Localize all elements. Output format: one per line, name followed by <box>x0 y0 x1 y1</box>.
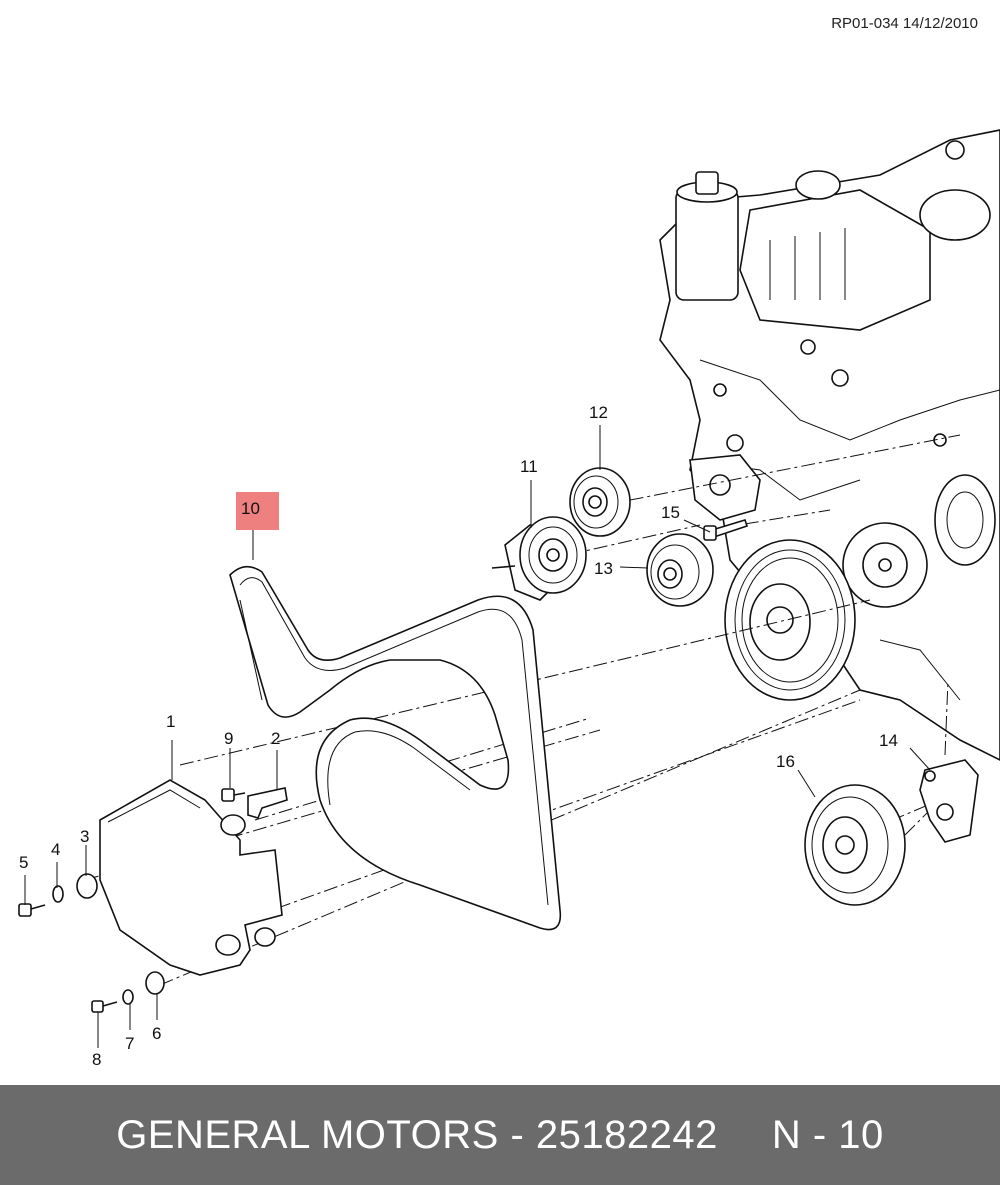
callout-2: 2 <box>271 729 280 748</box>
callout-16: 16 <box>776 752 795 771</box>
small-fasteners <box>18 788 246 1013</box>
engine-block <box>659 129 1000 761</box>
callout-8: 8 <box>92 1050 101 1069</box>
callout-14: 14 <box>879 731 898 750</box>
callout-10-highlight <box>236 492 279 530</box>
callout-9: 9 <box>224 729 233 748</box>
footer-separator: - <box>510 1112 525 1157</box>
footer-item-ref: N - 10 <box>771 1112 884 1157</box>
front-cover <box>99 779 283 976</box>
callout-10: 10 <box>241 499 260 518</box>
drive-belt <box>229 565 562 931</box>
footer-brand: GENERAL MOTORS <box>116 1112 499 1157</box>
callout-7: 7 <box>125 1034 134 1053</box>
document-reference: RP01-034 14/12/2010 <box>831 15 978 32</box>
leader-lines <box>24 425 931 1048</box>
bracket-2 <box>247 787 288 819</box>
footer-part-number: 25182242 <box>535 1112 718 1157</box>
callout-5: 5 <box>19 853 28 872</box>
callout-15: 15 <box>661 503 680 522</box>
callout-3: 3 <box>80 827 89 846</box>
callout-1: 1 <box>166 712 175 731</box>
callout-6: 6 <box>152 1024 161 1043</box>
callout-12: 12 <box>589 403 608 422</box>
callout-13: 13 <box>594 559 613 578</box>
callout-11: 11 <box>520 457 538 476</box>
bracket-14 <box>919 759 979 843</box>
callouts: 1 2 3 4 5 6 7 8 9 10 11 12 13 14 15 16 <box>19 403 898 1069</box>
callout-4: 4 <box>51 840 60 859</box>
tensioner-assembly <box>491 516 587 601</box>
exploded-parts-diagram: 1 2 3 4 5 6 7 8 9 10 11 12 13 14 15 16 <box>18 129 1000 1069</box>
idler-pulley-12 <box>569 467 631 537</box>
footer-bar: GENERAL MOTORS - 25182242 N - 10 <box>0 1085 1000 1185</box>
bolt-15 <box>703 519 749 541</box>
idler-pulley-16 <box>804 784 906 906</box>
idler-pulley-13 <box>646 533 714 607</box>
